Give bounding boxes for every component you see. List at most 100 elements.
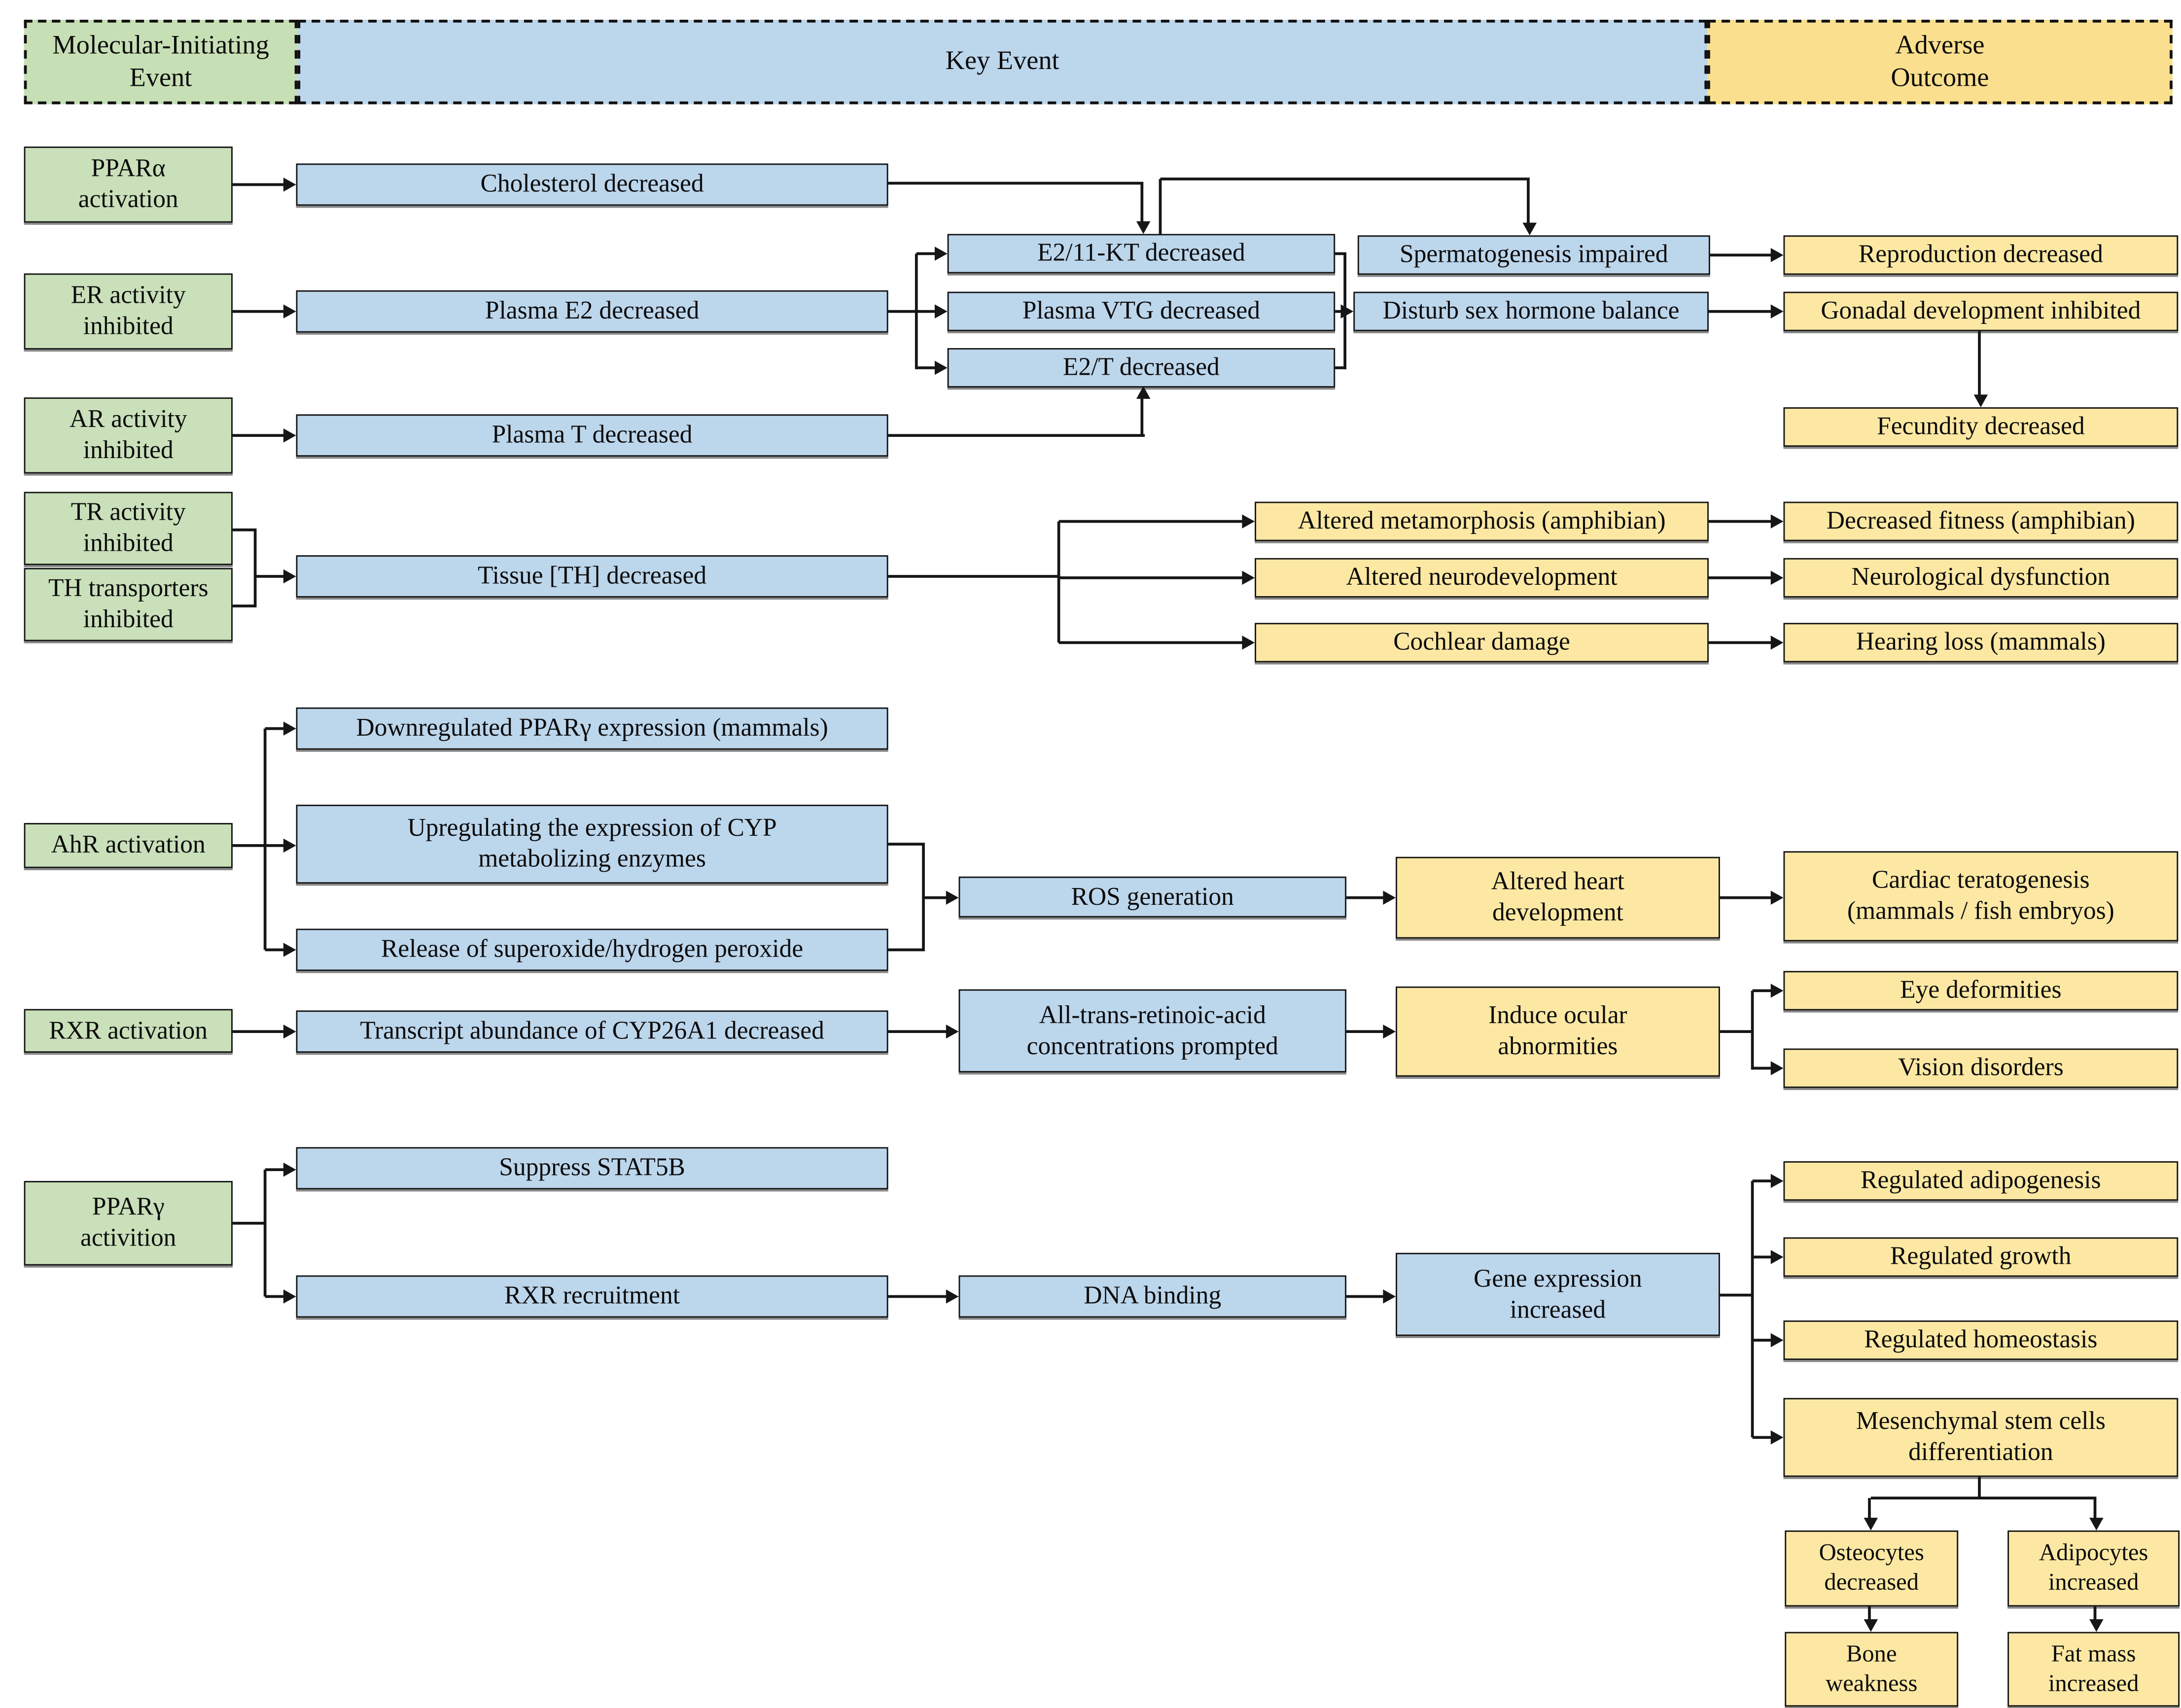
arrowhead-right-icon bbox=[283, 943, 296, 957]
ke-e2-t-decreased: E2/T decreased bbox=[947, 348, 1336, 388]
connector-line bbox=[1751, 1181, 1754, 1438]
header-molecular-initiating-event: Molecular-Initiating Event bbox=[24, 20, 298, 105]
arrowhead-down-icon bbox=[1864, 1619, 1878, 1632]
connector-line bbox=[1057, 521, 1060, 643]
connector-line bbox=[232, 528, 257, 532]
connector-line bbox=[1720, 896, 1775, 899]
ke-spermatogenesis-impaired: Spermatogenesis impaired bbox=[1357, 235, 1710, 275]
connector-line bbox=[1346, 1295, 1387, 1298]
arrowhead-right-icon bbox=[946, 890, 959, 905]
arrowhead-right-icon bbox=[946, 1024, 959, 1039]
arrowhead-right-icon bbox=[283, 428, 296, 443]
connector-line bbox=[232, 605, 257, 607]
connector-line bbox=[888, 948, 925, 952]
ke-plasma-vtg-decreased: Plasma VTG decreased bbox=[947, 291, 1336, 331]
connector-line bbox=[888, 310, 918, 313]
connector-line bbox=[232, 1030, 288, 1033]
ke-ros-generation: ROS generation bbox=[958, 876, 1347, 918]
connector-line bbox=[1720, 1030, 1754, 1033]
ke-rxr-recruitment: RXR recruitment bbox=[296, 1275, 888, 1318]
ao-neurological-dysfunction: Neurological dysfunction bbox=[1783, 558, 2179, 598]
ao-cochlear-damage: Cochlear damage bbox=[1255, 623, 1709, 663]
arrowhead-down-icon bbox=[1136, 221, 1151, 234]
connector-line bbox=[888, 1030, 950, 1033]
connector-line bbox=[916, 310, 939, 313]
connector-line bbox=[1752, 1179, 1775, 1182]
connector-line bbox=[232, 1221, 267, 1225]
ke-gene-expression-increased: Gene expression increased bbox=[1396, 1252, 1720, 1336]
ao-hearing-loss-mammals: Hearing loss (mammals) bbox=[1783, 623, 2179, 663]
arrowhead-right-icon bbox=[1340, 304, 1354, 319]
connector-line bbox=[1752, 1255, 1775, 1259]
ao-cardiac-teratogenesis: Cardiac teratogenesis (mammals / fish em… bbox=[1783, 851, 2179, 942]
ke-plasma-e2-decreased: Plasma E2 decreased bbox=[296, 290, 888, 333]
connector-line bbox=[1752, 1339, 1775, 1342]
connector-line bbox=[263, 728, 267, 950]
connector-line bbox=[1708, 641, 1775, 644]
connector-line bbox=[1346, 1030, 1387, 1033]
connector-line bbox=[1868, 1606, 1871, 1625]
connector-line bbox=[915, 253, 918, 369]
arrowhead-right-icon bbox=[1383, 1289, 1396, 1304]
arrowhead-right-icon bbox=[1770, 636, 1784, 650]
connector-line bbox=[1708, 310, 1775, 313]
connector-line bbox=[1708, 576, 1775, 579]
connector-line bbox=[888, 575, 1060, 578]
ke-suppress-stat5b: Suppress STAT5B bbox=[296, 1147, 888, 1190]
arrowhead-right-icon bbox=[1770, 1061, 1784, 1075]
connector-line bbox=[1720, 1293, 1754, 1297]
connector-line bbox=[232, 434, 288, 437]
ke-upregulating-cyp-enzymes: Upregulating the expression of CYP metab… bbox=[296, 804, 888, 884]
connector-line bbox=[923, 896, 950, 899]
connector-line bbox=[253, 530, 257, 606]
ke-tissue-th-decreased: Tissue [TH] decreased bbox=[296, 555, 888, 598]
connector-line bbox=[1870, 1496, 2097, 1500]
arrowhead-right-icon bbox=[1770, 1250, 1784, 1264]
ao-altered-neurodevelopment: Altered neurodevelopment bbox=[1255, 558, 1709, 598]
ke-plasma-t-decreased: Plasma T decreased bbox=[296, 414, 888, 457]
arrowhead-right-icon bbox=[934, 360, 948, 375]
connector-line bbox=[916, 252, 939, 255]
connector-line bbox=[232, 310, 288, 313]
connector-line bbox=[916, 366, 939, 369]
ao-altered-metamorphosis: Altered metamorphosis (amphibian) bbox=[1255, 501, 1709, 541]
arrowhead-right-icon bbox=[1770, 890, 1784, 905]
connector-line bbox=[263, 1170, 267, 1297]
ao-gonadal-development-inhibited: Gonadal development inhibited bbox=[1783, 291, 2179, 331]
arrowhead-right-icon bbox=[1242, 636, 1255, 650]
connector-line bbox=[1978, 1477, 1981, 1500]
connector-line bbox=[265, 727, 288, 730]
arrowhead-right-icon bbox=[1383, 890, 1396, 905]
connector-line bbox=[265, 844, 288, 847]
connector-line bbox=[1752, 989, 1775, 993]
mie-ppar-gamma-activition: PPARγ activition bbox=[24, 1181, 233, 1266]
connector-line bbox=[1335, 310, 1345, 313]
mie-th-transporters-inhibited: TH transporters inhibited bbox=[24, 568, 233, 641]
connector-line bbox=[1335, 252, 1347, 255]
arrowhead-right-icon bbox=[1242, 570, 1255, 585]
connector-line bbox=[1710, 253, 1775, 257]
ao-altered-heart-development: Altered heart development bbox=[1396, 856, 1720, 939]
ke-transcript-cyp26a1-decreased: Transcript abundance of CYP26A1 decrease… bbox=[296, 1010, 888, 1053]
ao-regulated-homeostasis: Regulated homeostasis bbox=[1783, 1320, 2179, 1360]
connector-line bbox=[1868, 1498, 1871, 1524]
connector-line bbox=[265, 1168, 288, 1172]
header-adverse-outcome: Adverse Outcome bbox=[1707, 20, 2173, 105]
connector-line bbox=[2093, 1606, 2097, 1625]
arrowhead-right-icon bbox=[1770, 1333, 1784, 1348]
ao-mesenchymal-stem-cells-differentiation: Mesenchymal stem cells differentiation bbox=[1783, 1398, 2179, 1477]
ao-adipocytes-increased: Adipocytes increased bbox=[2007, 1530, 2180, 1607]
arrowhead-down-icon bbox=[1864, 1518, 1878, 1530]
arrowhead-right-icon bbox=[1770, 304, 1784, 319]
ao-regulated-adipogenesis: Regulated adipogenesis bbox=[1783, 1161, 2179, 1201]
connector-line bbox=[1058, 576, 1246, 579]
arrowhead-right-icon bbox=[1242, 514, 1255, 529]
connector-line bbox=[2093, 1498, 2097, 1524]
ke-e2-11kt-decreased: E2/11-KT decreased bbox=[947, 234, 1336, 274]
connector-line bbox=[265, 1295, 288, 1298]
ao-reproduction-decreased: Reproduction decreased bbox=[1783, 235, 2179, 275]
arrowhead-right-icon bbox=[1770, 570, 1784, 585]
connector-line bbox=[1978, 331, 1981, 397]
connector-line bbox=[255, 575, 288, 578]
ke-dna-binding: DNA binding bbox=[958, 1275, 1347, 1318]
